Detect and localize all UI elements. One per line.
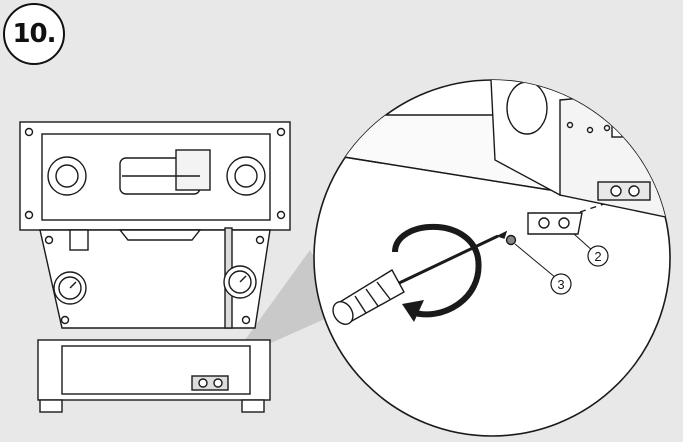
alignment-dash [579, 203, 605, 213]
panel-hole [506, 81, 548, 135]
right-steam-knob-inner [234, 164, 258, 188]
screw-icon [586, 126, 594, 134]
screw-icon [255, 235, 265, 245]
callout-3-leader [514, 243, 557, 279]
machine-foot [241, 399, 265, 413]
connector-fitting [628, 185, 640, 197]
left-steam-knob-inner [55, 164, 79, 188]
callout-3-label: 3 [557, 277, 564, 292]
step-badge-ring [3, 3, 65, 65]
connector-fitting [610, 185, 622, 197]
step-number-label: 10. [12, 19, 56, 49]
screwdriver-shaft [394, 234, 499, 287]
screw-icon [44, 235, 54, 245]
screw-icon [276, 127, 286, 137]
callout-2-circle [587, 245, 609, 267]
right-gauge-needle [239, 275, 247, 283]
drip-area [118, 229, 202, 241]
callout-2-label: 2 [594, 249, 601, 264]
callout-3-circle [550, 273, 572, 295]
screw-part [505, 234, 517, 246]
handle-grip [376, 281, 391, 300]
steam-wand-base [69, 229, 89, 251]
machine-base-inset [61, 345, 251, 395]
espresso-machine-front-view [19, 121, 291, 413]
screw-icon [603, 124, 611, 132]
machine-top-inset [41, 133, 271, 221]
connector-fitting [198, 378, 208, 388]
screwdriver-tip [496, 230, 508, 239]
screwdriver-handle-end [332, 301, 354, 325]
screw-icon [24, 127, 34, 137]
screw-icon [241, 315, 251, 325]
screw-icon [60, 315, 70, 325]
handle-grip [365, 288, 379, 307]
screw-icon [566, 121, 574, 129]
plate-hole [558, 217, 570, 229]
handle-grip [354, 295, 367, 314]
machine-foot [39, 399, 63, 413]
connector-block [597, 181, 651, 201]
screwdriver-icon [332, 230, 508, 325]
group-head-side [175, 149, 211, 191]
machine-base [37, 339, 271, 401]
step-number-badge: 10. [3, 3, 65, 65]
left-gauge-needle [69, 281, 77, 289]
screw-icon [276, 210, 286, 220]
screw-icon [24, 210, 34, 220]
plate-hole [538, 217, 550, 229]
arrow-head [402, 300, 424, 322]
counterclockwise-arrow-icon [392, 224, 482, 318]
connector-fitting [213, 378, 223, 388]
detail-zoom-view: 2 3 [313, 79, 671, 437]
cover-plate [527, 212, 583, 235]
